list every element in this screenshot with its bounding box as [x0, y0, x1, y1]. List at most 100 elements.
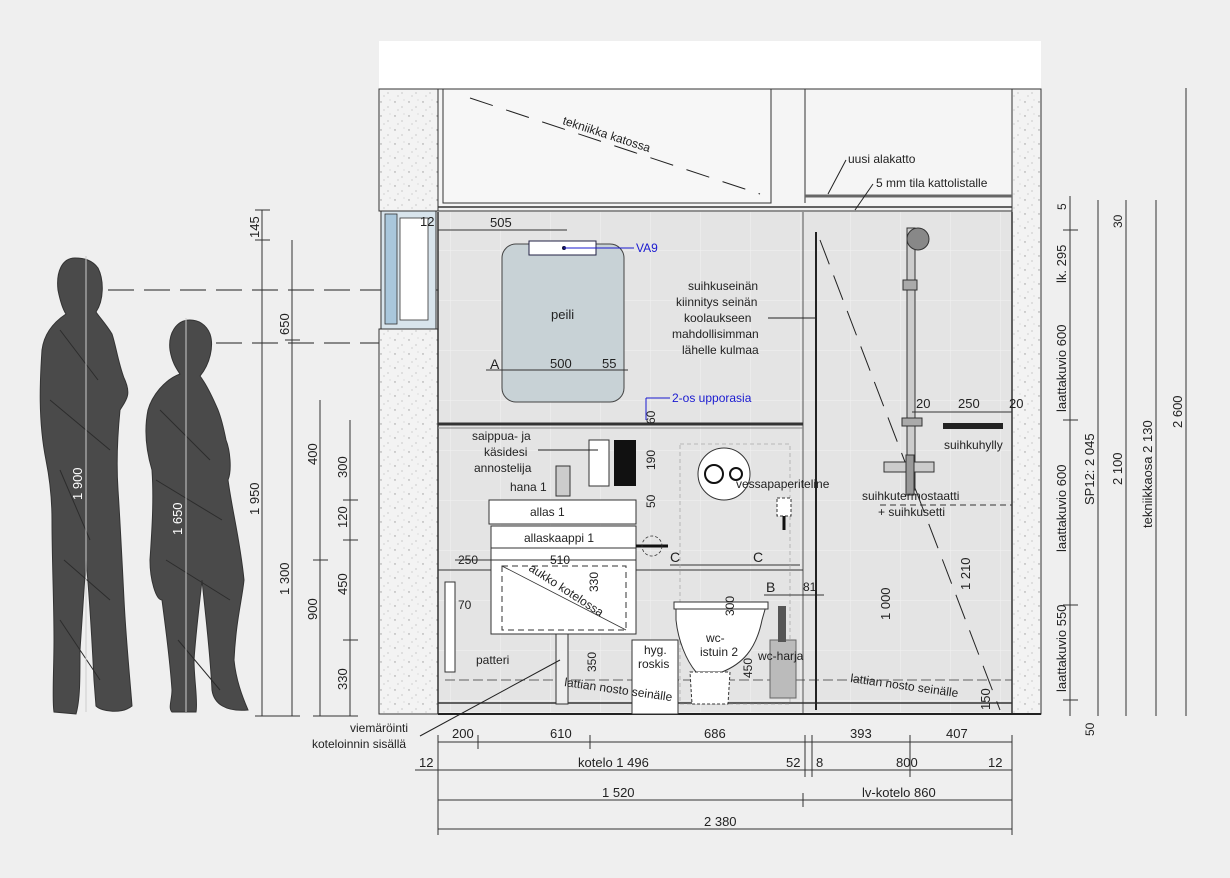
saippua-line-1: saippua- ja [472, 429, 531, 443]
suihkuseinan-line-5: lähelle kulmaa [682, 343, 759, 357]
dim-2100: 2 100 [1110, 452, 1125, 485]
window-sill [399, 217, 429, 321]
label-tila-kattolistalle: 5 mm tila kattolistalle [876, 176, 988, 190]
dim-350: 350 [585, 652, 599, 672]
label-wc-istuin: wc- istuin 2 [700, 631, 738, 659]
marker-c1: C [670, 549, 680, 565]
dim-a-500: 500 [550, 356, 572, 371]
marker-b: B [766, 579, 775, 595]
viemarointi-line-2: koteloinnin sisällä [312, 737, 406, 751]
dim-a-55: 55 [602, 356, 616, 371]
wc-istuin-line-1: wc- [705, 631, 725, 645]
dim-bottom-12-a: 12 [419, 755, 433, 770]
dim-bottom-52: 52 [786, 755, 800, 770]
sink [488, 499, 637, 525]
label-peili: peili [551, 307, 574, 322]
saippua-line-2: käsidesi [484, 445, 527, 459]
dim-450: 450 [335, 573, 350, 595]
label-suihkuseinan: suihkuseinän kiinnitys seinän koolauksee… [672, 279, 762, 357]
shower-shelf [943, 423, 1003, 429]
dim-81: 81 [803, 580, 817, 594]
dim-250-left: 250 [458, 553, 478, 567]
dim-laattakuvio-550: laattakuvio 550 [1054, 605, 1069, 692]
sink-cabinet [490, 525, 637, 635]
person-height-1900: 1 900 [70, 467, 85, 500]
wc-brush [769, 639, 797, 699]
label-uusi-alakatto: uusi alakatto [848, 152, 916, 166]
label-hana: hana 1 [510, 480, 547, 494]
dim-1300: 1 300 [277, 562, 292, 595]
label-wc-harja: wc-harja [757, 649, 804, 663]
suihkuseinan-line-2: kiinnitys seinän [676, 295, 757, 309]
dim-300: 300 [335, 456, 350, 478]
toilet-paper-holder [776, 497, 792, 517]
hand-sanitizer [614, 440, 636, 486]
label-suihkuhylly: suihkuhylly [944, 438, 1003, 452]
mirror [501, 243, 625, 403]
dim-bottom-407: 407 [946, 726, 968, 741]
dim-650: 650 [277, 313, 292, 335]
soap-dispenser [588, 439, 610, 487]
wc-istuin-line-2: istuin 2 [700, 645, 738, 659]
label-allaskaappi: allaskaappi 1 [524, 531, 594, 545]
person-silhouette-short [145, 319, 249, 713]
label-vessapaperiteline: vessapaperiteline [736, 477, 830, 491]
dim-lv-kotelo: lv-kotelo 860 [862, 785, 936, 800]
dim-50: 50 [644, 494, 658, 508]
dim-1210: 1 210 [958, 557, 973, 590]
right-wall-concrete [1011, 88, 1042, 715]
dim-tekniikkaosa: tekniikkaosa 2 130 [1140, 420, 1155, 528]
technical-box [442, 88, 772, 204]
dim-330-b: 330 [587, 572, 601, 592]
dim-510: 510 [550, 553, 570, 567]
suihkuseinan-line-3: koolaukseen [684, 311, 751, 325]
window-glass [384, 213, 398, 325]
dim-60: 60 [644, 410, 658, 424]
label-patteri: patteri [476, 653, 509, 667]
dim-20-b: 20 [1009, 396, 1023, 411]
label-suihkutermostaatti: suihkutermostaatti + suihkusetti [862, 489, 963, 519]
dim-bottom-800: 800 [896, 755, 918, 770]
left-wall-concrete [378, 88, 439, 212]
dim-bottom-8: 8 [816, 755, 823, 770]
dim-bottom-200: 200 [452, 726, 474, 741]
dim-250-r: 250 [958, 396, 980, 411]
dim-1520: 1 520 [602, 785, 635, 800]
dim-70: 70 [458, 598, 472, 612]
marker-a: A [490, 356, 500, 372]
dim-900: 900 [305, 598, 320, 620]
radiator [444, 581, 456, 673]
dim-kotelo: kotelo 1 496 [578, 755, 649, 770]
left-dimension-lines [255, 209, 358, 717]
dim-total-2380: 2 380 [704, 814, 737, 829]
wc-installation-frame [679, 443, 791, 705]
person-height-1650: 1 650 [170, 502, 185, 535]
dim-12-top: 12 [420, 214, 434, 229]
hyg-roskis-line-2: roskis [638, 657, 669, 671]
dim-505: 505 [490, 215, 512, 230]
dim-laattakuvio-600-a: laattakuvio 600 [1054, 325, 1069, 412]
faucet [555, 465, 571, 497]
hyg-roskis-line-1: hyg. [644, 643, 667, 657]
dim-120: 120 [335, 506, 350, 528]
dim-lk-295: lk. 295 [1054, 245, 1069, 283]
dim-145: 145 [247, 216, 262, 238]
dim-300-b: 300 [723, 596, 737, 616]
suihkuseinan-line-1: suihkuseinän [688, 279, 758, 293]
bottom-dimension-lines [415, 735, 1013, 835]
dim-bottom-393: 393 [850, 726, 872, 741]
ceiling-white-area [379, 41, 1041, 89]
dim-190: 190 [644, 450, 658, 470]
suihkutermostaatti-line-2: + suihkusetti [878, 505, 945, 519]
dim-330: 330 [335, 668, 350, 690]
suihkuseinan-line-4: mahdollisimman [672, 327, 759, 341]
dim-sp12: SP12: 2 045 [1082, 433, 1097, 505]
dim-1950: 1 950 [247, 482, 262, 515]
label-viemarointi: viemäröinti koteloinnin sisällä [312, 721, 411, 751]
dim-150: 150 [978, 688, 993, 710]
hygiene-bin [631, 639, 679, 715]
dim-bottom-12-b: 12 [988, 755, 1002, 770]
label-allas: allas 1 [530, 505, 565, 519]
label-saippua: saippua- ja käsidesi annostelija [472, 429, 534, 475]
dim-400: 400 [305, 443, 320, 465]
